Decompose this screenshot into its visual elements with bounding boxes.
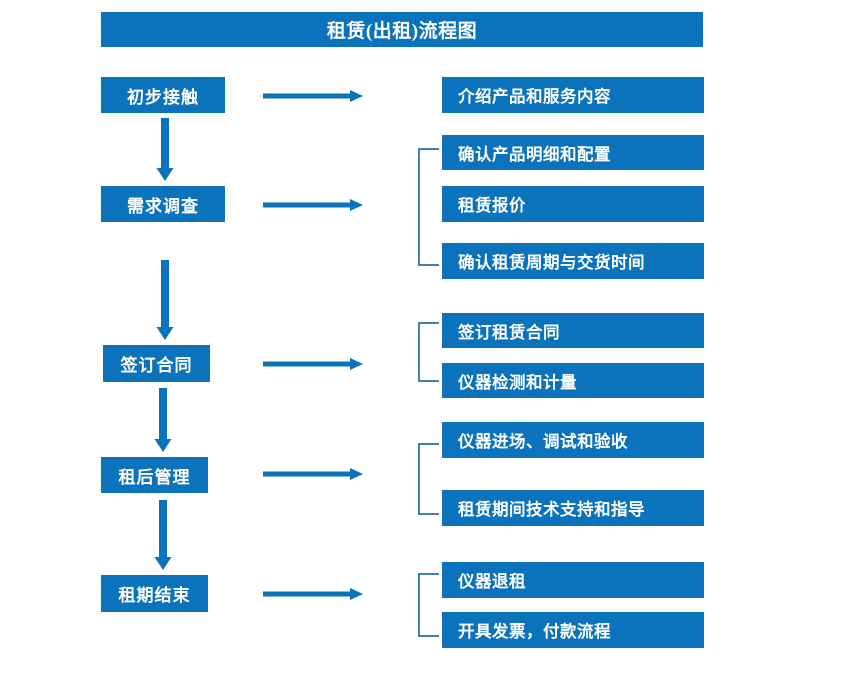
horizontal-arrow-2 bbox=[263, 194, 363, 216]
vertical-arrow-2 bbox=[154, 260, 176, 340]
detail-box-4-1[interactable]: 仪器进场、调试和验收 bbox=[442, 422, 704, 458]
detail-box-5-2[interactable]: 开具发票，付款流程 bbox=[442, 612, 704, 648]
stage-box-4[interactable]: 租后管理 bbox=[101, 457, 208, 493]
horizontal-arrow-3 bbox=[263, 353, 363, 375]
detail-box-2-2[interactable]: 租赁报价 bbox=[442, 186, 704, 222]
detail-box-5-1[interactable]: 仪器退租 bbox=[442, 562, 704, 598]
stage-box-2[interactable]: 需求调查 bbox=[101, 186, 225, 222]
detail-box-1-1[interactable]: 介绍产品和服务内容 bbox=[442, 77, 704, 113]
group-bracket-5 bbox=[418, 573, 439, 637]
detail-box-4-2[interactable]: 租赁期间技术支持和指导 bbox=[442, 490, 704, 526]
detail-box-2-1[interactable]: 确认产品明细和配置 bbox=[442, 135, 704, 170]
vertical-arrow-1 bbox=[154, 118, 176, 181]
vertical-arrow-4 bbox=[152, 500, 174, 570]
group-bracket-2 bbox=[418, 148, 439, 266]
horizontal-arrow-5 bbox=[263, 583, 363, 605]
group-bracket-4 bbox=[418, 443, 439, 515]
vertical-arrow-3 bbox=[152, 388, 174, 452]
detail-box-3-1[interactable]: 签订租赁合同 bbox=[442, 313, 704, 348]
group-bracket-3 bbox=[418, 322, 439, 382]
stage-box-5[interactable]: 租期结束 bbox=[101, 575, 208, 612]
detail-box-2-3[interactable]: 确认租赁周期与交货时间 bbox=[442, 243, 704, 279]
horizontal-arrow-4 bbox=[263, 463, 363, 485]
horizontal-arrow-1 bbox=[263, 85, 363, 107]
stage-box-3[interactable]: 签订合同 bbox=[103, 345, 210, 382]
stage-box-1[interactable]: 初步接触 bbox=[101, 77, 225, 113]
flowchart-title: 租赁(出租)流程图 bbox=[101, 12, 703, 47]
detail-box-3-2[interactable]: 仪器检测和计量 bbox=[442, 363, 704, 398]
